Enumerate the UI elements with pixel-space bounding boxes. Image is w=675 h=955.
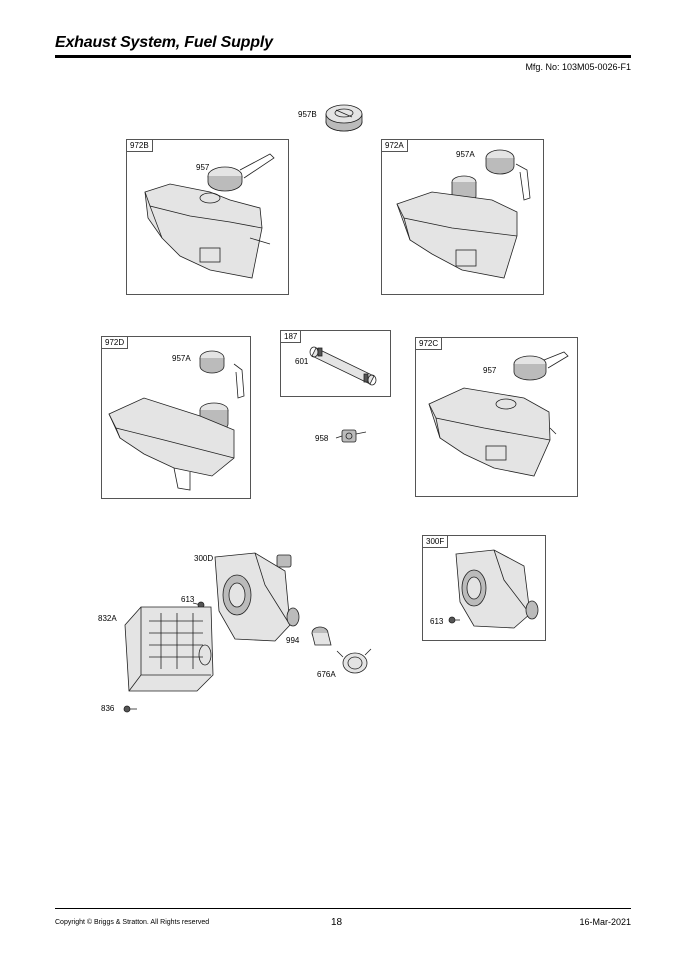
callout-994: 994 [286,636,300,645]
fuel-tank-972B-drawing [144,153,275,279]
fuel-tank-972A-drawing [396,149,531,279]
callout-613-2: 613 [430,617,444,626]
tank-box-972B [126,139,289,295]
footer-date: 16-Mar-2021 [579,917,631,927]
fuel-tank-972C-drawing [428,351,569,477]
fuel-line-box-187 [280,330,391,397]
callout-676A: 676A [317,670,336,679]
header-rule [55,55,631,58]
tank-box-972A [381,139,544,295]
muffler-assembly-300D-drawing [123,552,372,713]
callout-613: 613 [181,595,195,604]
box-tag-972B: 972B [126,139,153,152]
box-tag-972D: 972D [101,336,129,349]
callout-300D: 300D [194,554,214,563]
muffler-300F-drawing [448,549,539,629]
box-tag-187: 187 [280,330,302,343]
fuel-tank-972D-drawing [108,350,245,491]
callout-957B: 957B [298,110,317,119]
shutoff-valve-958-drawing [335,429,367,443]
callout-601: 601 [295,357,309,366]
page-number: 18 [331,917,343,928]
callout-957A-2: 957A [172,354,191,363]
callout-957A: 957A [456,150,475,159]
box-tag-300F: 300F [422,535,449,548]
box-tag-972C: 972C [415,337,443,350]
page-title: Exhaust System, Fuel Supply [55,34,273,51]
box-tag-972A: 972A [381,139,408,152]
muffler-box-300F [422,535,546,641]
callout-957: 957 [196,163,210,172]
copyright: Copyright © Briggs & Stratton. All Right… [55,919,210,926]
callout-836: 836 [101,704,115,713]
callout-832A: 832A [98,614,117,623]
fuel-cap-957B-drawing [325,104,363,132]
footer-rule [55,908,631,909]
callout-958: 958 [315,434,329,443]
tank-box-972D [101,336,251,499]
callout-957-2: 957 [483,366,497,375]
fuel-line-601-drawing [309,346,377,386]
mfg-number: Mfg. No: 103M05-0026-F1 [525,62,631,72]
tank-box-972C [415,337,578,497]
